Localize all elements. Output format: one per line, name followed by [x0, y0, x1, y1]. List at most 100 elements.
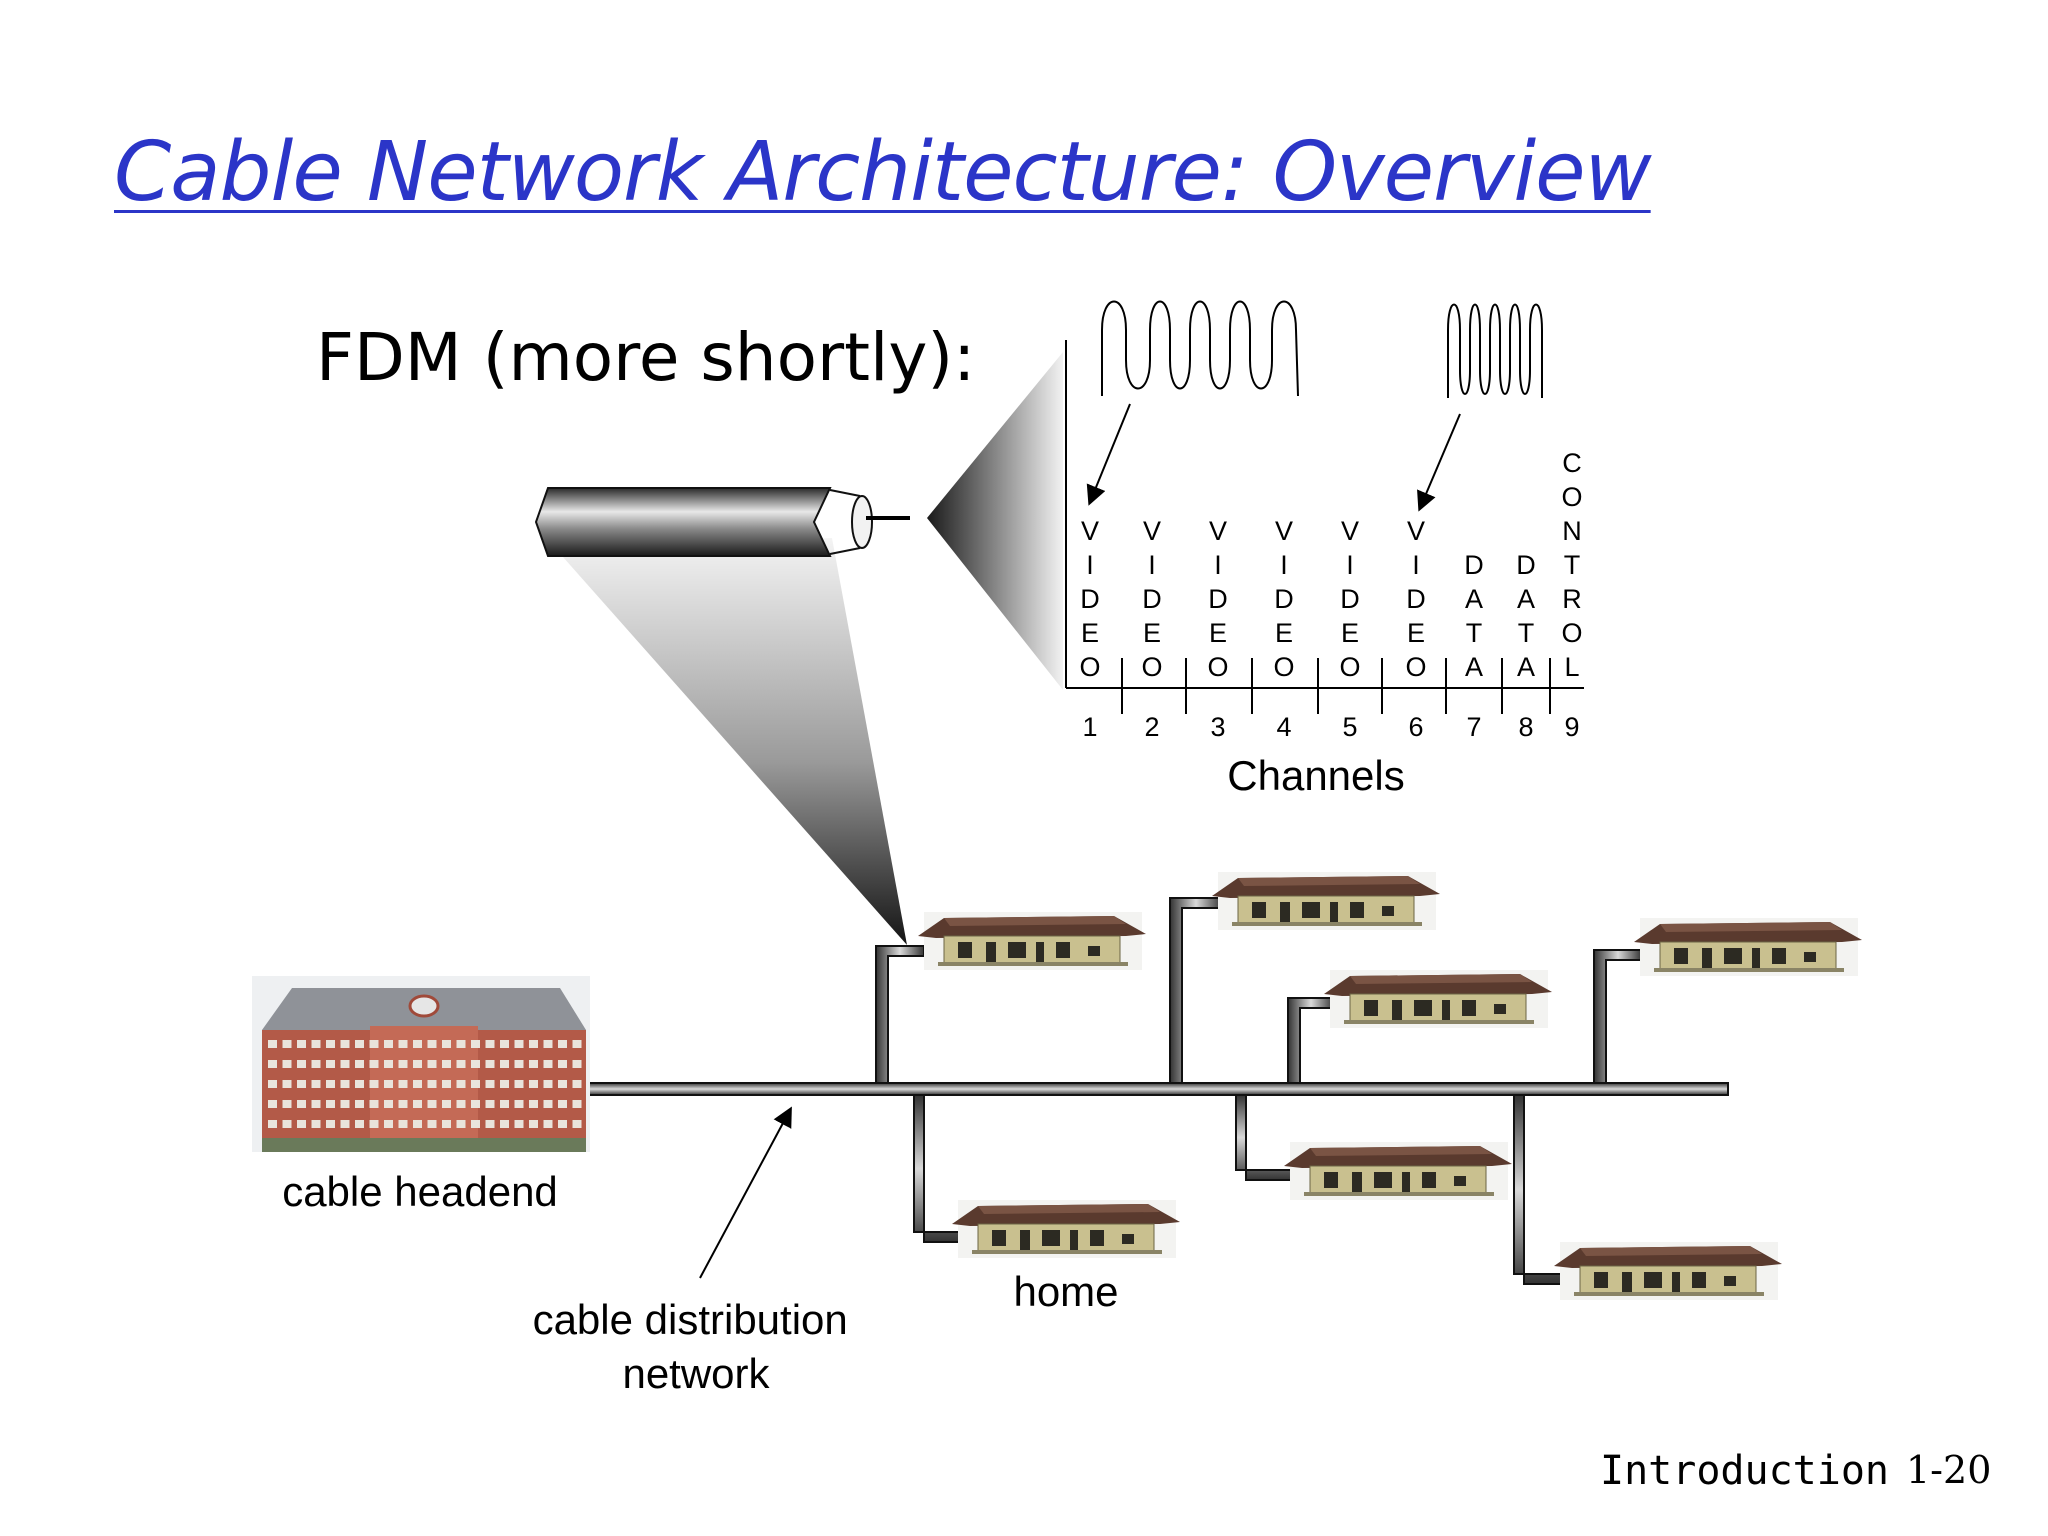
building-window	[326, 1100, 335, 1108]
building-window	[398, 1060, 408, 1068]
building-window	[282, 1080, 292, 1088]
channel-9-letter: O	[1561, 482, 1582, 512]
building-window	[297, 1080, 306, 1088]
building-window	[297, 1100, 306, 1108]
building-window	[543, 1060, 553, 1068]
channel-8-letter: A	[1517, 652, 1535, 682]
building-window	[413, 1040, 422, 1048]
building-window	[398, 1120, 408, 1128]
building-window	[311, 1080, 321, 1088]
headend-label: cable headend	[282, 1168, 558, 1215]
building-window	[485, 1040, 495, 1048]
building-window	[398, 1080, 408, 1088]
channel-3-letter: I	[1214, 550, 1222, 580]
waveform-data-icon	[1447, 303, 1543, 398]
building-window	[529, 1040, 538, 1048]
building-window	[413, 1100, 422, 1108]
arrow-to-channel-1	[1086, 403, 1131, 506]
building-window	[282, 1100, 292, 1108]
building-window	[543, 1080, 553, 1088]
channel-7-letter: D	[1464, 550, 1484, 580]
house-icon	[1211, 871, 1441, 931]
building-window	[384, 1120, 393, 1128]
building-window	[282, 1060, 292, 1068]
building-window	[456, 1120, 466, 1128]
building-window	[340, 1060, 350, 1068]
building-window	[485, 1100, 495, 1108]
building-window	[572, 1040, 582, 1048]
channel-number: 7	[1466, 712, 1481, 742]
building-window	[485, 1120, 495, 1128]
building-window	[384, 1100, 393, 1108]
building-window	[514, 1100, 524, 1108]
channel-1-letter: E	[1081, 618, 1099, 648]
building-window	[311, 1100, 321, 1108]
house-icon	[1283, 1141, 1513, 1201]
building-window	[384, 1040, 393, 1048]
building-window	[355, 1120, 364, 1128]
building-window	[456, 1100, 466, 1108]
distribution-label: cable distribution network	[533, 1296, 860, 1397]
building-window	[558, 1120, 567, 1128]
house-icon	[1323, 969, 1553, 1029]
building-window	[384, 1060, 393, 1068]
channel-number: 1	[1082, 712, 1097, 742]
home-label: home	[1013, 1268, 1118, 1315]
slide-title: Cable Network Architecture: Overview	[114, 125, 1652, 220]
building-window	[529, 1100, 538, 1108]
building-window	[558, 1080, 567, 1088]
channel-number: 5	[1342, 712, 1357, 742]
building-window	[326, 1060, 335, 1068]
building-window	[500, 1100, 509, 1108]
spectrum-axis-label: Channels	[1227, 752, 1404, 799]
building-window	[500, 1060, 509, 1068]
building-window	[326, 1120, 335, 1128]
building-window	[427, 1120, 437, 1128]
channel-8-letter: A	[1517, 584, 1535, 614]
building-window	[471, 1080, 480, 1088]
building-window	[543, 1100, 553, 1108]
channel-number: 6	[1408, 712, 1423, 742]
building-window	[558, 1100, 567, 1108]
building-window	[529, 1080, 538, 1088]
building-window	[355, 1040, 364, 1048]
building-window	[369, 1040, 379, 1048]
channel-6-letter: E	[1407, 618, 1425, 648]
channel-4-letter: D	[1274, 584, 1294, 614]
building-window	[369, 1120, 379, 1128]
channel-4-letter: V	[1275, 516, 1293, 546]
building-window	[427, 1100, 437, 1108]
building-window	[558, 1060, 567, 1068]
distribution-arrow	[699, 1106, 792, 1279]
house-icon	[917, 911, 1147, 971]
building-window	[355, 1080, 364, 1088]
building-window	[500, 1120, 509, 1128]
channel-number: 9	[1564, 712, 1579, 742]
channel-9-letter: R	[1562, 584, 1582, 614]
house-icon	[1553, 1241, 1783, 1301]
channel-5-letter: I	[1346, 550, 1354, 580]
channel-8-letter: D	[1516, 550, 1536, 580]
channel-9-letter: C	[1562, 448, 1582, 478]
building-window	[427, 1060, 437, 1068]
channel-7-letter: A	[1465, 584, 1483, 614]
building-window	[369, 1060, 379, 1068]
building-window	[500, 1080, 509, 1088]
channel-number: 8	[1518, 712, 1533, 742]
building-window	[471, 1060, 480, 1068]
building-window	[427, 1080, 437, 1088]
channel-5-letter: V	[1341, 516, 1359, 546]
channel-6-letter: I	[1412, 550, 1420, 580]
building-window	[369, 1100, 379, 1108]
fdm-heading: FDM (more shortly):	[316, 319, 976, 396]
channel-3-letter: D	[1208, 584, 1228, 614]
building-window	[471, 1120, 480, 1128]
footer-page-number: 1-20	[1906, 1448, 1992, 1492]
building-window	[442, 1120, 451, 1128]
building-window	[340, 1040, 350, 1048]
building-window	[413, 1060, 422, 1068]
channel-2-letter: D	[1142, 584, 1162, 614]
building-window	[340, 1100, 350, 1108]
